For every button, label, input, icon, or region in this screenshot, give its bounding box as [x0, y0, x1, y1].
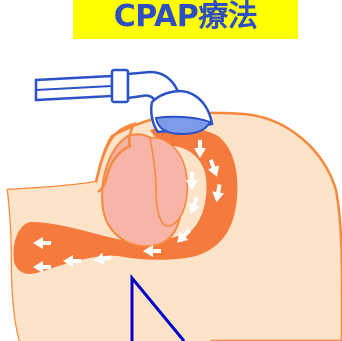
hose-connector	[112, 70, 128, 102]
tongue	[102, 134, 187, 246]
cpap-device	[36, 70, 212, 134]
